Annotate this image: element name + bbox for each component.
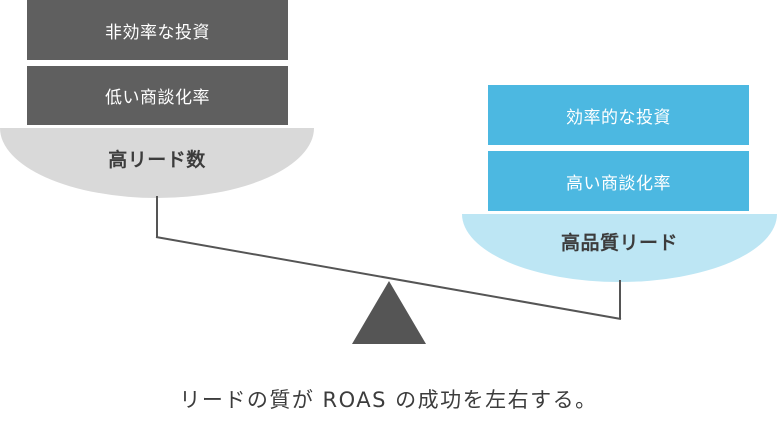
left-box-low-conversion: 低い商談化率 — [27, 66, 288, 125]
left-pan — [0, 128, 314, 198]
right-pan — [462, 214, 777, 282]
right-box-high-conversion: 高い商談化率 — [488, 151, 749, 211]
left-box-label: 非効率な投資 — [105, 22, 210, 43]
diagram-caption: リードの質が ROAS の成功を左右する。 — [179, 388, 598, 412]
fulcrum-triangle — [352, 281, 426, 344]
left-box-inefficient-investment: 非効率な投資 — [27, 0, 288, 60]
right-box-label: 効率的な投資 — [566, 107, 671, 128]
left-pan-label: 高リード数 — [108, 149, 206, 171]
right-pan-label: 高品質リード — [560, 232, 678, 254]
right-box-label: 高い商談化率 — [566, 173, 671, 194]
right-box-efficient-investment: 効率的な投資 — [488, 85, 749, 145]
balance-beam — [155, 236, 622, 320]
left-box-label: 低い商談化率 — [105, 88, 210, 108]
